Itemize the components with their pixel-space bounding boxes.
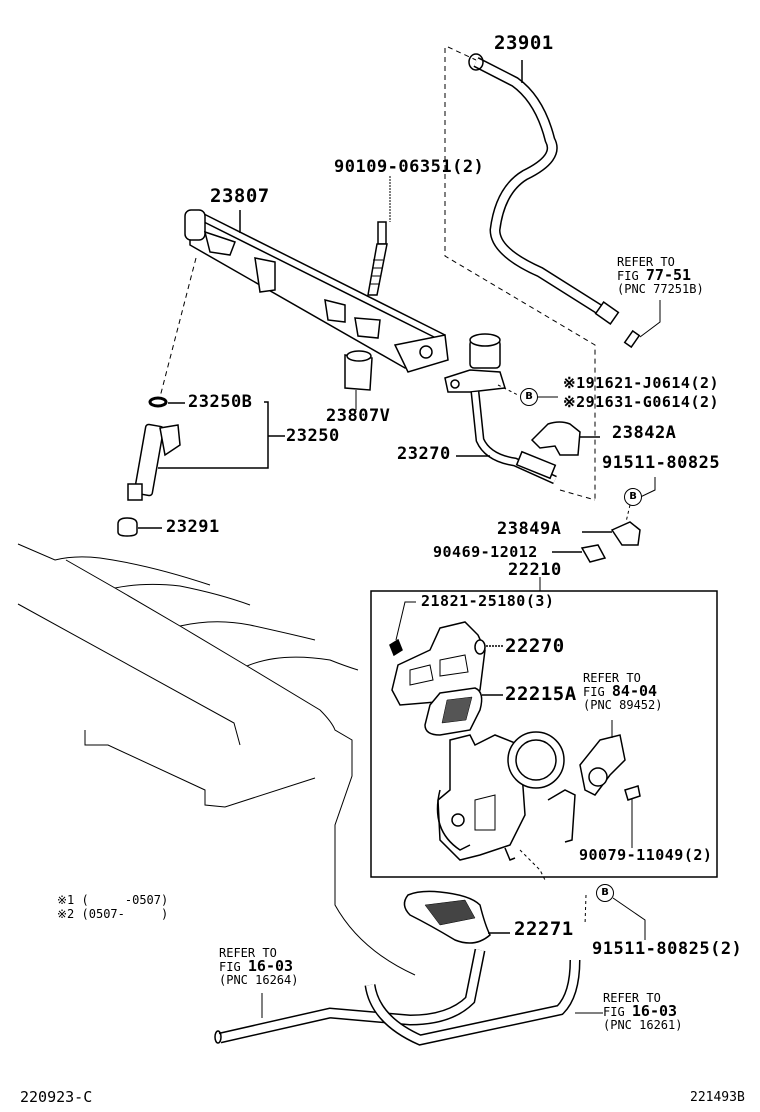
footnote-range: ( -0507) [81, 893, 169, 907]
callout-marker-b[interactable]: B [624, 488, 642, 506]
reference-fig-number: 16-03 [631, 1002, 678, 1020]
leader-line [639, 300, 661, 338]
clamp-23849A[interactable] [610, 521, 641, 546]
throttle-position-sensor[interactable] [579, 734, 626, 796]
reference-fig-prefix: FIG [603, 1005, 632, 1019]
stud-bolt-90109-06351[interactable] [367, 221, 388, 296]
insulator-23807V[interactable] [344, 350, 373, 391]
reference-pnc: (PNC 16264) [219, 973, 299, 987]
dashed-guide [444, 46, 596, 501]
leader-line [395, 601, 416, 641]
footnote-mark: ※1 [57, 893, 75, 907]
reference-line: REFER TO [603, 991, 661, 1005]
part-label-22215A[interactable]: 22215A [505, 683, 577, 705]
footnote-1: ※1 ( -0507) [57, 893, 168, 907]
dashed-guide [497, 384, 519, 396]
part-label-23849A[interactable]: 23849A [497, 519, 562, 539]
leader-line [612, 897, 646, 940]
footnote-range: (0507- ) [81, 907, 169, 921]
gasket-22271[interactable] [403, 890, 491, 944]
reference-pnc: (PNC 89452) [583, 698, 663, 712]
part-label-22271[interactable]: 22271 [514, 918, 574, 940]
part-label-23807[interactable]: 23807 [210, 185, 270, 207]
part-label-91511-80825-2[interactable]: 91511-80825(2) [592, 939, 743, 959]
fuel-hose-23901[interactable] [468, 53, 620, 325]
bolt-21821-25180[interactable] [389, 638, 403, 657]
callout-marker-b[interactable]: B [520, 388, 538, 406]
cover-23842A[interactable] [530, 421, 581, 456]
part-label-23901[interactable]: 23901 [494, 32, 554, 54]
figure-code: 220923-C [20, 1088, 93, 1106]
dashed-guide [584, 894, 587, 926]
engine-outline [17, 543, 416, 976]
dashed-guide [159, 257, 197, 398]
part-label-23807V[interactable]: 23807V [326, 406, 391, 426]
part-label-23270[interactable]: 23270 [397, 444, 451, 464]
part-label-22270[interactable]: 22270 [505, 635, 565, 657]
water-bypass-hoses[interactable] [214, 948, 581, 1046]
footnote-mark: ※2 [57, 907, 75, 921]
reference-pnc: (PNC 77251B) [617, 282, 704, 296]
part-label-90469-12012[interactable]: 90469-12012 [433, 543, 538, 561]
reference-fig-number: 84-04 [611, 682, 658, 700]
reference-line: REFER TO [219, 946, 277, 960]
reference-fig-number: 77-51 [645, 266, 692, 284]
reference-fig-84-04[interactable]: REFER TO FIG 84-04 (PNC 89452) [583, 672, 662, 712]
reference-fig-prefix: FIG [219, 960, 248, 974]
dashed-guide [519, 849, 546, 881]
hose-end [623, 329, 641, 349]
fuel-injector-23250[interactable] [127, 423, 181, 501]
gasket-22215A[interactable] [424, 687, 483, 736]
part-label-21821-25180[interactable]: 21821-25180(3) [421, 592, 555, 610]
pulsation-damper-23270[interactable] [444, 333, 557, 485]
clip-90469-12012[interactable] [580, 544, 607, 563]
throttle-body[interactable] [436, 731, 576, 861]
part-label-22210[interactable]: 22210 [508, 560, 562, 580]
dashed-guide [625, 504, 631, 523]
bracket-leader [158, 401, 285, 469]
o-ring-23250B[interactable] [148, 396, 168, 408]
part-label-90109-06351[interactable]: 90109-06351(2) [334, 157, 485, 177]
reference-line: REFER TO [583, 671, 641, 685]
reference-fig-16-03-pnc-16264[interactable]: REFER TO FIG 16-03 (PNC 16264) [219, 947, 298, 987]
part-label-23842A[interactable]: 23842A [612, 423, 677, 443]
reference-fig-number: 16-03 [247, 957, 294, 975]
reference-line: REFER TO [617, 255, 675, 269]
illustration-code: 221493B [690, 1090, 745, 1105]
reference-fig-77-51[interactable]: REFER TO FIG 77-51 (PNC 77251B) [617, 256, 704, 296]
reference-pnc: (PNC 16261) [603, 1018, 683, 1032]
callout-marker-b[interactable]: B [596, 884, 614, 902]
part-label-91511-80825[interactable]: 91511-80825 [602, 453, 721, 473]
screw-90079-11049[interactable] [624, 785, 641, 801]
part-label-23250B[interactable]: 23250B [188, 392, 253, 412]
part-label-91631-G0614[interactable]: ※291631-G0614(2) [563, 393, 720, 411]
reference-fig-16-03-pnc-16261[interactable]: REFER TO FIG 16-03 (PNC 16261) [603, 992, 682, 1032]
part-label-90079-11049[interactable]: 90079-11049(2) [579, 846, 713, 864]
fuel-rail-23807[interactable] [184, 209, 449, 373]
part-label-23291[interactable]: 23291 [166, 517, 220, 537]
insulator-23291[interactable] [117, 517, 138, 537]
part-label-91621-J0614[interactable]: ※191621-J0614(2) [563, 374, 720, 392]
reference-fig-prefix: FIG [617, 269, 646, 283]
part-label-23250[interactable]: 23250 [286, 426, 340, 446]
footnote-2: ※2 (0507- ) [57, 907, 168, 921]
reference-fig-prefix: FIG [583, 685, 612, 699]
